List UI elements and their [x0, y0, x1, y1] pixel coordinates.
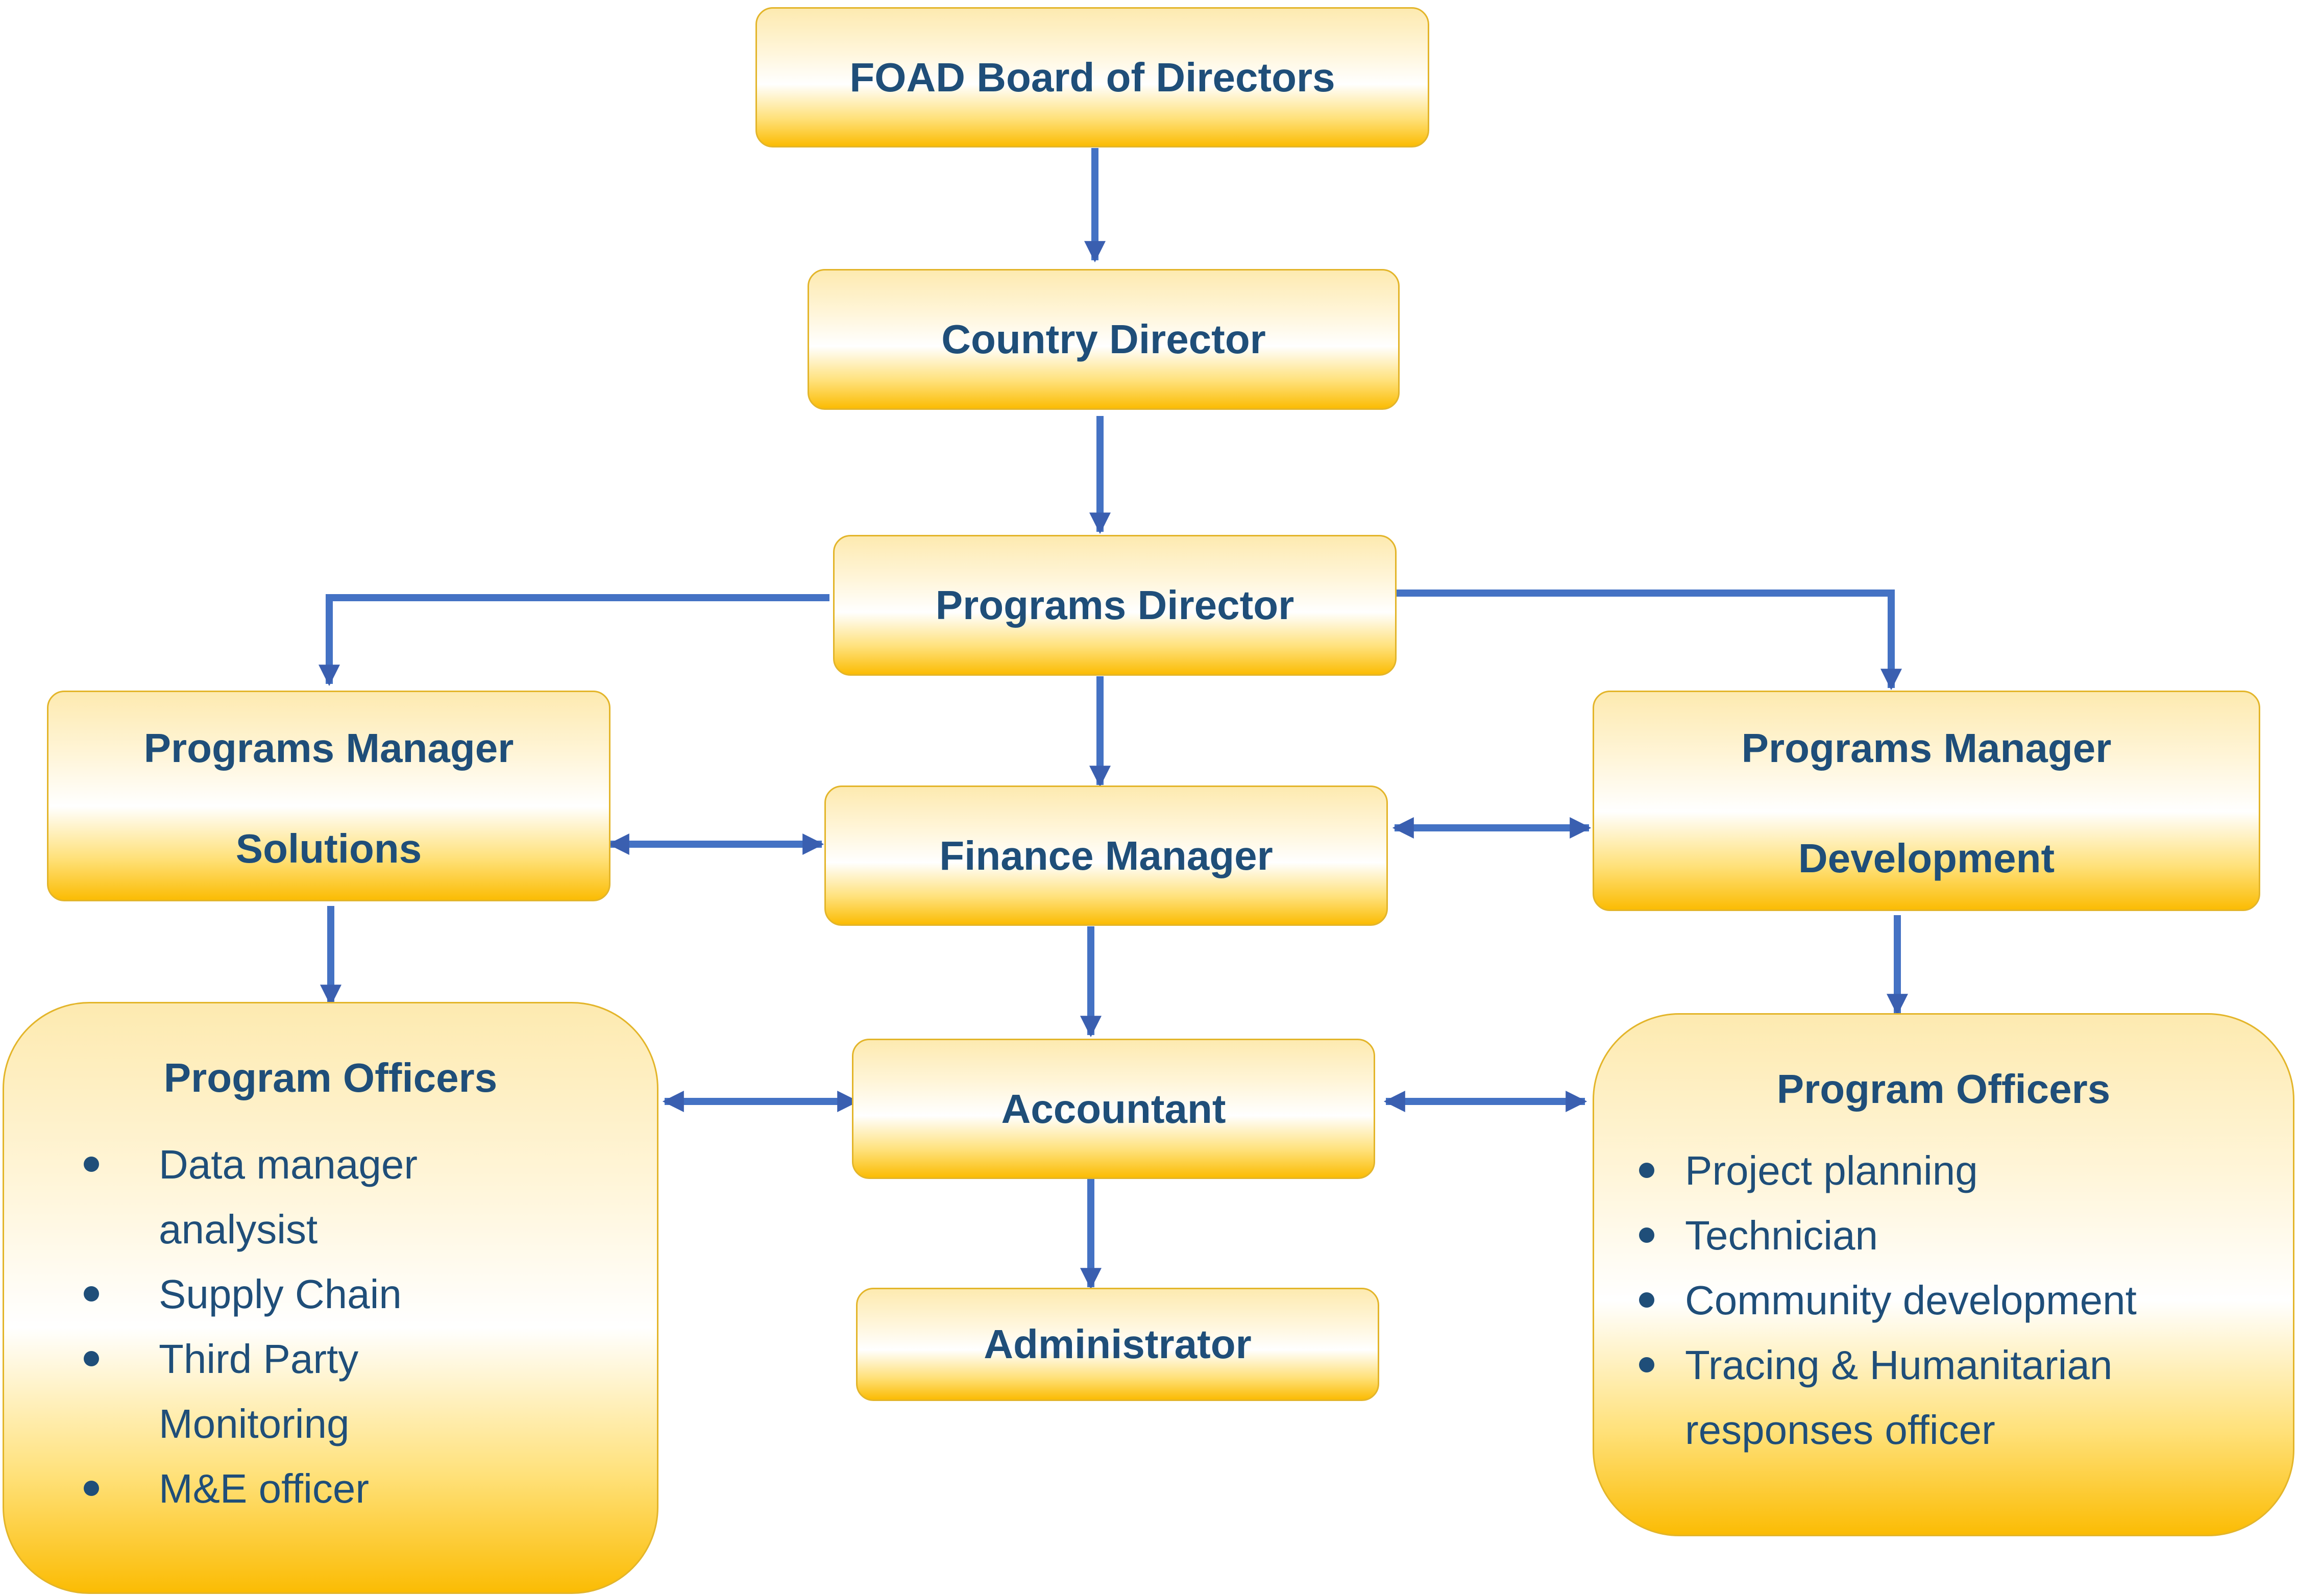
node-programs-manager-solutions: Programs Manager Solutions	[47, 691, 610, 901]
list-item-line: Monitoring	[159, 1401, 350, 1446]
arrow-programs-to-development	[1396, 590, 1902, 691]
list-item: M&E officer	[84, 1456, 657, 1521]
bullet-icon	[84, 1351, 99, 1366]
list-item: Project planning	[1639, 1138, 2293, 1203]
list-item: Data manager analysist	[84, 1132, 657, 1262]
bullet-icon	[84, 1286, 99, 1302]
node-country-director: Country Director	[808, 269, 1400, 410]
node-finance-manager: Finance Manager	[824, 785, 1388, 926]
node-administrator: Administrator	[856, 1288, 1379, 1401]
list-item: Third Party Monitoring	[84, 1327, 657, 1456]
node-finance-manager-label: Finance Manager	[939, 832, 1273, 878]
arrow-programs-to-solutions	[319, 594, 829, 686]
list-item: Tracing & Humanitarian responses officer	[1639, 1333, 2293, 1462]
node-administrator-label: Administrator	[984, 1321, 1252, 1367]
node-board-of-directors: FOAD Board of Directors	[755, 7, 1429, 148]
list-item-line: Community development	[1685, 1278, 2137, 1323]
node-pm-development-line1: Programs Manager	[1741, 725, 2112, 771]
node-programs-director: Programs Director	[833, 535, 1397, 676]
list-item-line: Third Party	[159, 1336, 359, 1382]
list-item-line: Technician	[1685, 1213, 1878, 1258]
bullet-icon	[84, 1157, 99, 1172]
node-accountant: Accountant	[852, 1039, 1375, 1179]
bullet-icon	[1639, 1357, 1654, 1372]
list-item-line: M&E officer	[159, 1466, 369, 1511]
list-item-line: Supply Chain	[159, 1271, 402, 1317]
node-board-of-directors-label: FOAD Board of Directors	[849, 54, 1335, 100]
list-item-line: analysist	[159, 1207, 318, 1252]
node-pm-solutions-line1: Programs Manager	[143, 725, 514, 771]
list-item: Supply Chain	[84, 1262, 657, 1327]
bullet-icon	[1639, 1163, 1654, 1178]
program-officers-development-list: Project planning Technician Community de…	[1639, 1138, 2293, 1462]
list-item: Technician	[1639, 1203, 2293, 1268]
program-officers-solutions-list: Data manager analysist Supply Chain Thir…	[84, 1132, 657, 1521]
list-item-line: Tracing & Humanitarian	[1685, 1342, 2113, 1388]
node-accountant-label: Accountant	[1001, 1086, 1226, 1132]
list-item-line: Project planning	[1685, 1148, 1978, 1193]
bullet-icon	[84, 1481, 99, 1496]
program-officers-development-title: Program Officers	[1776, 1066, 2111, 1112]
node-country-director-label: Country Director	[941, 316, 1266, 362]
node-programs-manager-development: Programs Manager Development	[1593, 691, 2260, 911]
list-item-line: responses officer	[1685, 1407, 1995, 1453]
node-pm-development-line2: Development	[1798, 836, 2055, 881]
list-item: Community development	[1639, 1268, 2293, 1333]
list-item-line: Data manager	[159, 1142, 418, 1187]
program-officers-solutions-title: Program Officers	[163, 1055, 498, 1100]
node-programs-director-label: Programs Director	[935, 582, 1294, 628]
bullet-icon	[1639, 1227, 1654, 1243]
program-officers-solutions: Program Officers Data manager analysist …	[3, 1002, 658, 1594]
bullet-icon	[1639, 1292, 1654, 1308]
node-pm-solutions-line2: Solutions	[235, 826, 422, 871]
program-officers-development: Program Officers Project planning Techni…	[1593, 1013, 2294, 1536]
